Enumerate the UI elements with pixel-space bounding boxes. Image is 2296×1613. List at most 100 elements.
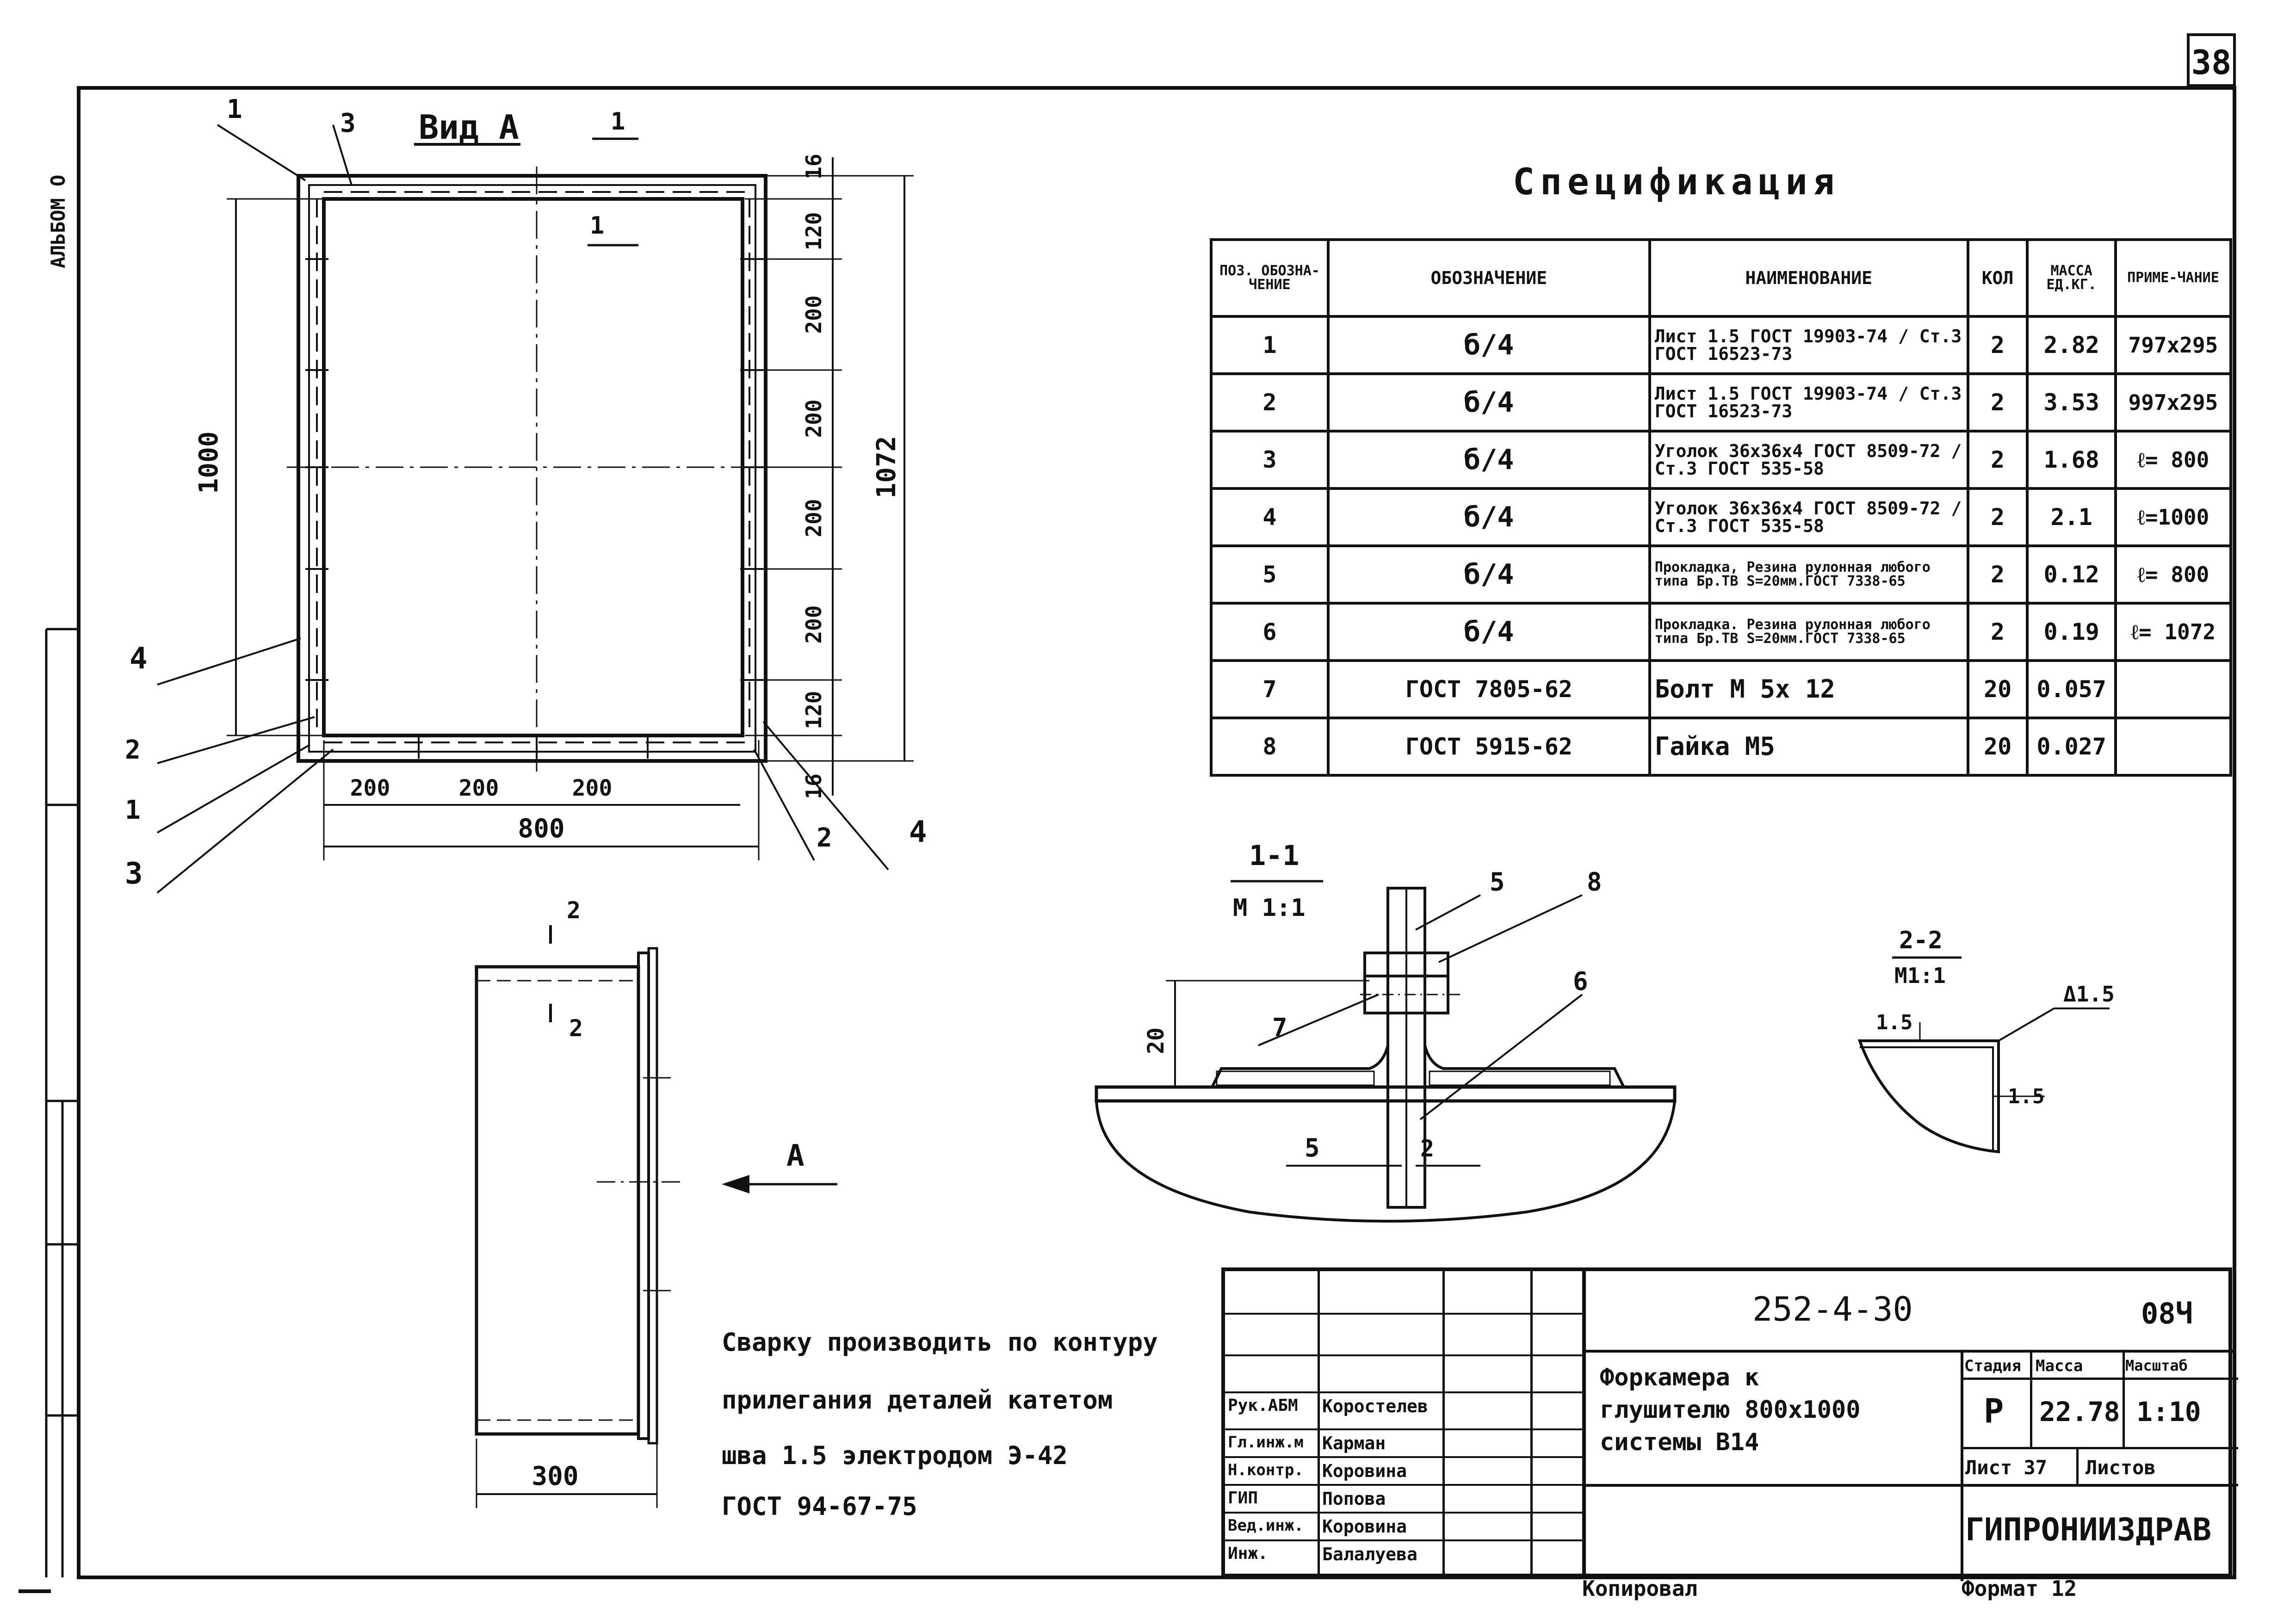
cell-note xyxy=(2114,717,2233,777)
specification-table: ПОЗ. ОБОЗНА-ЧЕНИЕ ОБОЗНАЧЕНИЕ НАИМЕНОВАН… xyxy=(1210,238,2233,777)
dim-200-b1: 200 xyxy=(350,775,390,801)
dim-16-bot: 16 xyxy=(801,773,826,799)
spec-title: Спецификация xyxy=(1513,161,1840,203)
organization: ГИПРОНИИЗДРАВ xyxy=(1965,1512,2212,1548)
s11-callout-5-bot: 5 xyxy=(1305,1133,1320,1162)
doc-code: 08Ч xyxy=(2141,1297,2193,1330)
cell-des: б/4 xyxy=(1326,372,1651,433)
callout-4-right: 4 xyxy=(909,815,927,849)
cell-pos: 6 xyxy=(1210,602,1330,662)
dim-200-d: 200 xyxy=(801,605,826,643)
role-6: Инж. xyxy=(1228,1544,1268,1563)
cell-note: ℓ=1000 xyxy=(2114,487,2233,547)
cell-pos: 4 xyxy=(1210,487,1330,547)
table-row: 7 ГОСТ 7805-62 Болт М 5х 12 20 0.057 xyxy=(1210,659,2233,719)
section-2-mark-top: 2 xyxy=(567,897,581,924)
drawing-frame xyxy=(77,86,2236,1579)
table-row: 8 ГОСТ 5915-62 Гайка М5 20 0.027 xyxy=(1210,717,2233,777)
name-6: Балалуева xyxy=(1322,1544,1417,1564)
dim-20: 20 xyxy=(1143,1027,1169,1054)
dim-1000: 1000 xyxy=(194,432,224,494)
weld-size: Δ1.5 xyxy=(2063,982,2115,1007)
s11-callout-8: 8 xyxy=(1587,867,1602,896)
table-row: 1 б/4 Лист 1.5 ГОСТ 19903-74 / Ст.3 ГОСТ… xyxy=(1210,315,2233,375)
cell-pos: 5 xyxy=(1210,544,1330,605)
cell-des: ГОСТ 7805-62 xyxy=(1326,659,1651,719)
sheet-label: Лист 37 xyxy=(1965,1456,2048,1479)
title-block: Рук.АБМ Коростелев Гл.инж.м Карман Н.кон… xyxy=(1221,1267,2238,1581)
cell-pos: 1 xyxy=(1210,315,1330,375)
section-2-2: 2-2 М1:1 Δ1.5 1.5 1.5 xyxy=(1857,927,2115,1154)
hdr-note: ПРИМЕ-ЧАНИЕ xyxy=(2114,238,2233,318)
cell-name: Прокладка, Резина рулонная любого типа Б… xyxy=(1648,544,1969,605)
role-3: Н.контр. xyxy=(1228,1461,1304,1479)
cell-pos: 7 xyxy=(1210,659,1330,719)
sheet-number: 38 xyxy=(2191,43,2232,82)
cell-name: Лист 1.5 ГОСТ 19903-74 / Ст.3 ГОСТ 16523… xyxy=(1648,315,1969,375)
hdr-pos: ПОЗ. ОБОЗНА-ЧЕНИЕ xyxy=(1210,238,1330,318)
dim-16-top: 16 xyxy=(801,154,826,179)
role-2: Гл.инж.м xyxy=(1228,1433,1304,1452)
cell-des: б/4 xyxy=(1326,430,1651,490)
cell-qty: 20 xyxy=(1966,659,2029,719)
cell-note: ℓ= 800 xyxy=(2114,544,2233,605)
callout-1-top: 1 xyxy=(227,94,242,124)
cell-pos: 8 xyxy=(1210,717,1330,777)
mass-value: 22.78 xyxy=(2039,1396,2120,1428)
role-5: Вед.инж. xyxy=(1228,1516,1304,1535)
table-row: 6 б/4 Прокладка. Резина рулонная любого … xyxy=(1210,602,2233,662)
section-1-1-scale: М 1:1 xyxy=(1233,894,1306,922)
cell-note: 797х295 xyxy=(2114,315,2233,375)
table-row: 4 б/4 Уголок 36х36х4 ГОСТ 8509-72 / Ст.3… xyxy=(1210,487,2233,547)
scale-label: Масштаб xyxy=(2125,1357,2188,1374)
cell-mass: 0.19 xyxy=(2026,602,2117,662)
cell-qty: 2 xyxy=(1966,602,2029,662)
cell-name: Уголок 36х36х4 ГОСТ 8509-72 / Ст.3 ГОСТ … xyxy=(1648,430,1969,490)
cell-des: б/4 xyxy=(1326,487,1651,547)
section-2-2-scale: М1:1 xyxy=(1894,963,1946,988)
table-row: 5 б/4 Прокладка, Резина рулонная любого … xyxy=(1210,544,2233,605)
format-label: Формат 12 xyxy=(1962,1576,2077,1601)
cell-pos: 2 xyxy=(1210,372,1330,433)
s11-callout-5-top: 5 xyxy=(1490,867,1505,896)
note-line-4: ГОСТ 94-67-75 xyxy=(722,1492,917,1521)
s11-callout-6: 6 xyxy=(1573,967,1588,996)
album-label: АЛЬБОМ О xyxy=(47,175,69,268)
dim-200-c: 200 xyxy=(801,499,826,537)
callout-2-left: 2 xyxy=(125,735,141,765)
role-1: Рук.АБМ xyxy=(1228,1396,1298,1415)
name-2: Карман xyxy=(1322,1433,1386,1453)
dim-1-5-top: 1.5 xyxy=(1876,1011,1912,1034)
cell-mass: 1.68 xyxy=(2026,430,2117,490)
cell-qty: 20 xyxy=(1966,717,2029,777)
role-4: ГИП xyxy=(1228,1489,1258,1508)
dim-200-b: 200 xyxy=(801,399,826,438)
cell-des: б/4 xyxy=(1326,315,1651,375)
dim-200-b2: 200 xyxy=(459,775,499,801)
cell-des: б/4 xyxy=(1326,602,1651,662)
callout-2-right: 2 xyxy=(817,823,832,853)
cell-mass: 2.1 xyxy=(2026,487,2117,547)
hdr-qty: КОЛ xyxy=(1966,238,2029,318)
section-1-mark-top: 1 xyxy=(611,108,625,136)
section-1-1: 1-1 М 1:1 20 5 8 7 6 xyxy=(1095,840,1677,1223)
section-1-1-label: 1-1 xyxy=(1249,840,1299,872)
doc-number: 252-4-30 xyxy=(1752,1290,1913,1329)
cell-name: Гайка М5 xyxy=(1648,717,1969,777)
spec-header-row: ПОЗ. ОБОЗНА-ЧЕНИЕ ОБОЗНАЧЕНИЕ НАИМЕНОВАН… xyxy=(1210,238,2233,318)
title-line-1: Форкамера к xyxy=(1600,1364,1759,1391)
cell-mass: 0.12 xyxy=(2026,544,2117,605)
cell-note: ℓ= 800 xyxy=(2114,430,2233,490)
dim-800: 800 xyxy=(518,814,564,844)
welding-note: Сварку производить по контуру прилегания… xyxy=(722,1328,1158,1521)
cell-note xyxy=(2114,659,2233,719)
callout-3-left: 3 xyxy=(125,857,143,891)
name-1: Коростелев xyxy=(1322,1396,1428,1416)
dim-120-bot: 120 xyxy=(801,691,826,729)
name-3: Коровина xyxy=(1322,1461,1407,1481)
copied-label: Копировал xyxy=(1582,1576,1697,1601)
mass-label: Масса xyxy=(2036,1357,2083,1375)
cell-des: ГОСТ 5915-62 xyxy=(1326,717,1651,777)
cell-qty: 2 xyxy=(1966,315,2029,375)
cell-name: Прокладка. Резина рулонная любого типа Б… xyxy=(1648,602,1969,662)
